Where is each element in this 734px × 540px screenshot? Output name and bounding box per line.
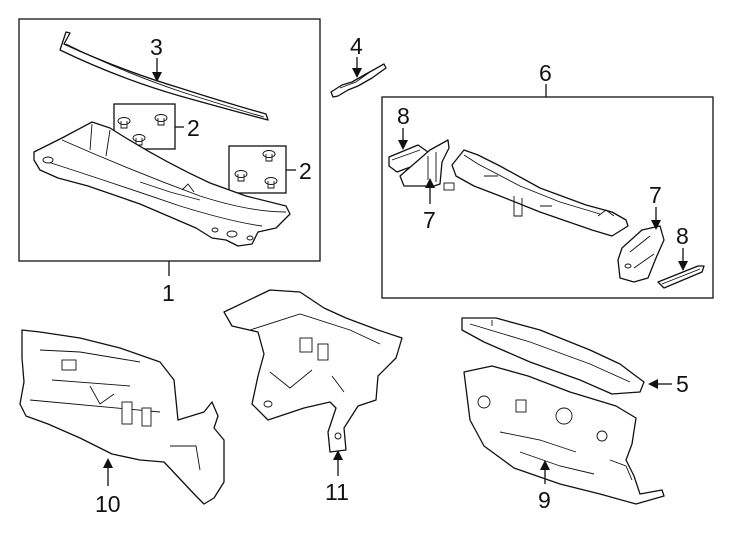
callout-8-right: 8 [676,223,689,249]
part-7-bracket-left[interactable] [399,139,455,191]
part-3-weatherstrip[interactable] [59,31,269,121]
callout-2-upper: 2 [187,115,200,141]
part-8-reinforcement-right[interactable] [657,265,705,289]
part-1-cowl-panel[interactable] [33,121,291,247]
part-10-dash-insulator[interactable] [19,329,225,505]
callout-11: 11 [325,479,349,505]
part-4-bracket[interactable] [330,63,387,98]
part-5-cross-member[interactable] [461,317,645,395]
callout-6: 6 [539,60,552,86]
group-6-frame [381,96,714,299]
callout-5: 5 [676,371,689,397]
callout-10: 10 [95,491,121,517]
part-11-dash-extension[interactable] [223,289,403,453]
part-2-clips-lower[interactable] [228,145,287,194]
callout-2-lower: 2 [299,158,312,184]
callout-7-right: 7 [649,182,662,208]
leader-lines [103,57,688,486]
callout-1: 1 [162,280,175,306]
callout-3: 3 [150,34,163,60]
callout-7-left: 7 [423,207,436,233]
part-9-dash-panel[interactable] [463,365,665,505]
part-6-cowl-inner[interactable] [451,149,629,237]
part-7-bracket-right[interactable] [617,225,665,283]
callout-9: 9 [538,487,551,513]
callout-4: 4 [350,33,363,59]
callout-8-left: 8 [397,103,410,129]
